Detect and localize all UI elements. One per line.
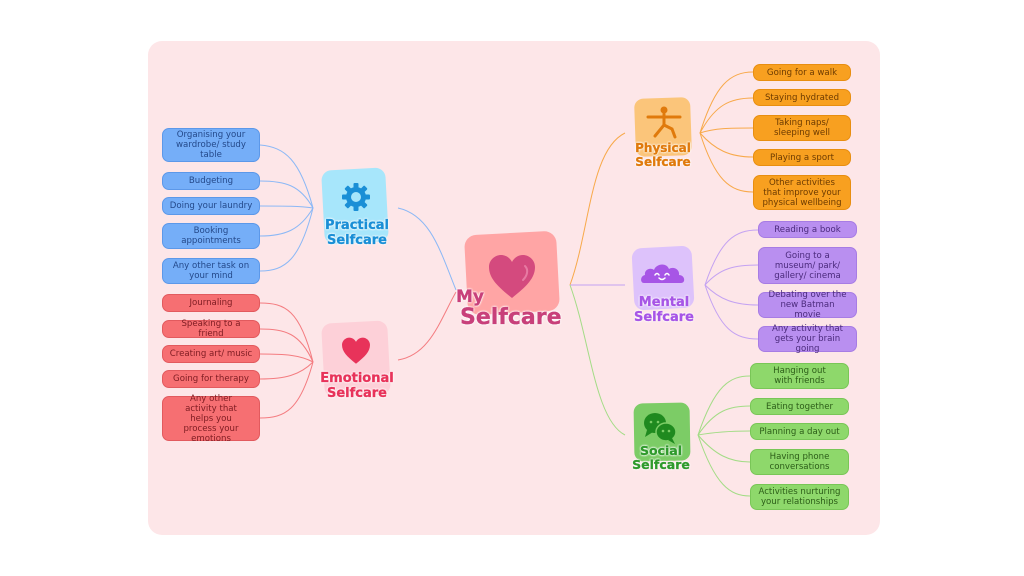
social-item[interactable]: Activities nurturing your relationships [750,484,849,510]
social-item[interactable]: Having phone conversations [750,449,849,475]
physical-connectors [699,71,754,193]
heart-icon [484,252,540,302]
practical-connectors [259,144,314,272]
mental-title-line2: Selfcare [634,310,694,325]
physical-title-line2: Selfcare [635,155,691,169]
gear-icon [340,181,372,213]
physical-item[interactable]: Staying hydrated [753,89,851,106]
mental-item[interactable]: Going to a museum/ park/ gallery/ cinema [758,247,857,284]
physical-item[interactable]: Taking naps/ sleeping well [753,115,851,141]
practical-title-line1: Practical [324,218,390,233]
practical-item[interactable]: Budgeting [162,172,260,190]
emotional-connectors [259,302,314,419]
center-title-line2: Selfcare [460,305,562,330]
social-item[interactable]: Eating together [750,398,849,415]
mental-title-line1: Mental [638,295,690,310]
emotional-title-line1: Emotional [320,371,394,386]
connector-center-practical [397,207,457,291]
connector-center-physical [569,132,626,286]
mental-item[interactable]: Reading a book [758,221,857,238]
connector-center-social [569,284,626,436]
physical-item[interactable]: Going for a walk [753,64,851,81]
emotional-item[interactable]: Journaling [162,294,260,312]
center-title-line1: My [456,287,484,307]
chat-bubbles-icon [641,410,681,446]
practical-item[interactable]: Organising your wardrobe/ study table [162,128,260,162]
social-connectors [697,375,751,497]
physical-title-line1: Physical [635,141,691,155]
smiling-cloud-icon [640,258,686,286]
yoga-pose-icon [644,104,684,140]
practical-item[interactable]: Any other task on your mind [162,258,260,284]
social-item[interactable]: Planning a day out [750,423,849,440]
practical-title-line2: Selfcare [327,233,387,248]
physical-item[interactable]: Other activities that improve your physi… [753,175,851,210]
physical-item[interactable]: Playing a sport [753,149,851,166]
heart-icon [339,336,373,366]
mental-item[interactable]: Any activity that gets your brain going [758,324,857,354]
emotional-item[interactable]: Any other activity that helps you proces… [162,394,260,444]
mental-item[interactable]: Debating over the new Batman movie [758,290,857,320]
emotional-item[interactable]: Speaking to a friend [162,319,260,339]
social-title-line2: Selfcare [632,457,690,472]
social-title-line1: Social [639,443,682,458]
social-item[interactable]: Hanging out with friends [750,363,849,389]
practical-item[interactable]: Doing your laundry [162,197,260,215]
emotional-item[interactable]: Creating art/ music [162,345,260,363]
connector-center-emotional [397,291,457,361]
emotional-title-line2: Selfcare [327,386,387,401]
mental-connectors [704,229,759,340]
emotional-item[interactable]: Going for therapy [162,370,260,388]
practical-item[interactable]: Booking appointments [162,223,260,249]
